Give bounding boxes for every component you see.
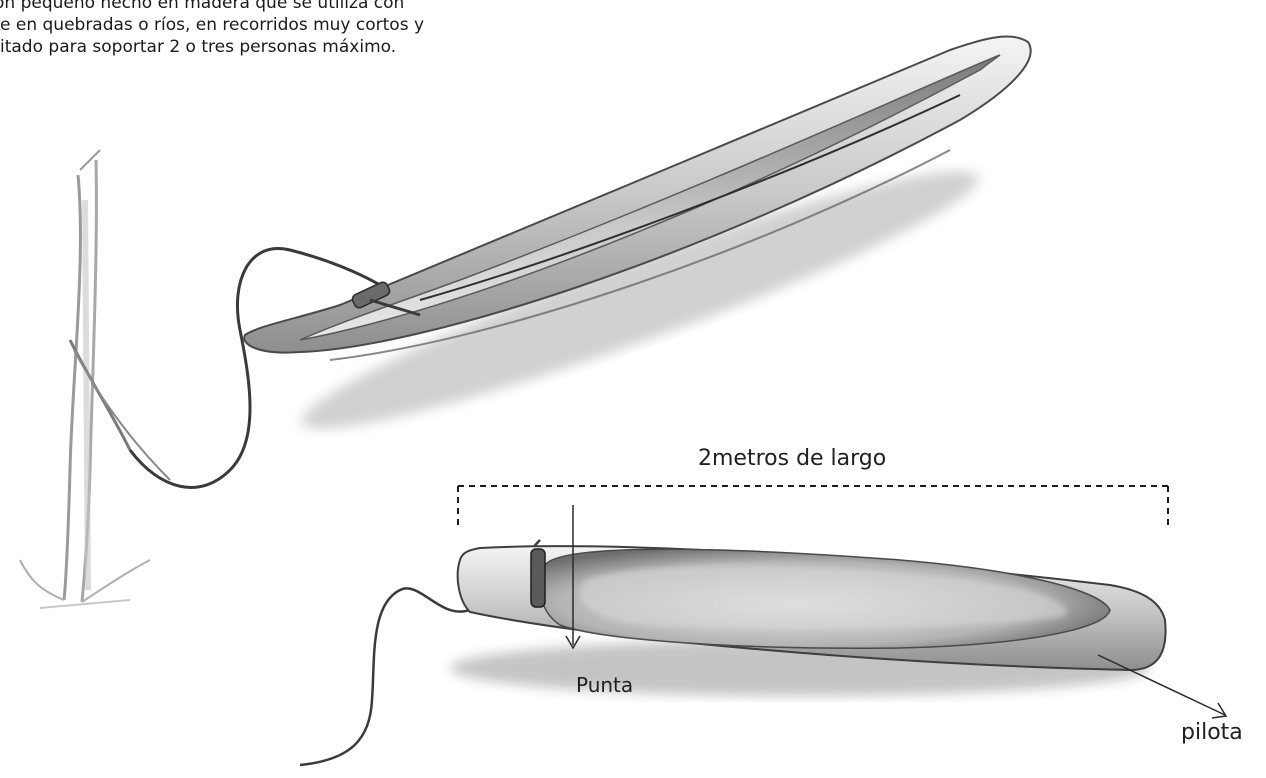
rear-pointer-arrow <box>1098 655 1226 718</box>
bottom-canoe-peg <box>531 549 545 607</box>
rear-label: pilota <box>1181 720 1243 745</box>
mooring-rope-top <box>130 248 400 487</box>
front-label: Punta <box>576 673 633 697</box>
length-dimension-bracket <box>458 486 1168 525</box>
tree-post <box>20 150 170 608</box>
length-label: 2metros de largo <box>698 446 886 471</box>
